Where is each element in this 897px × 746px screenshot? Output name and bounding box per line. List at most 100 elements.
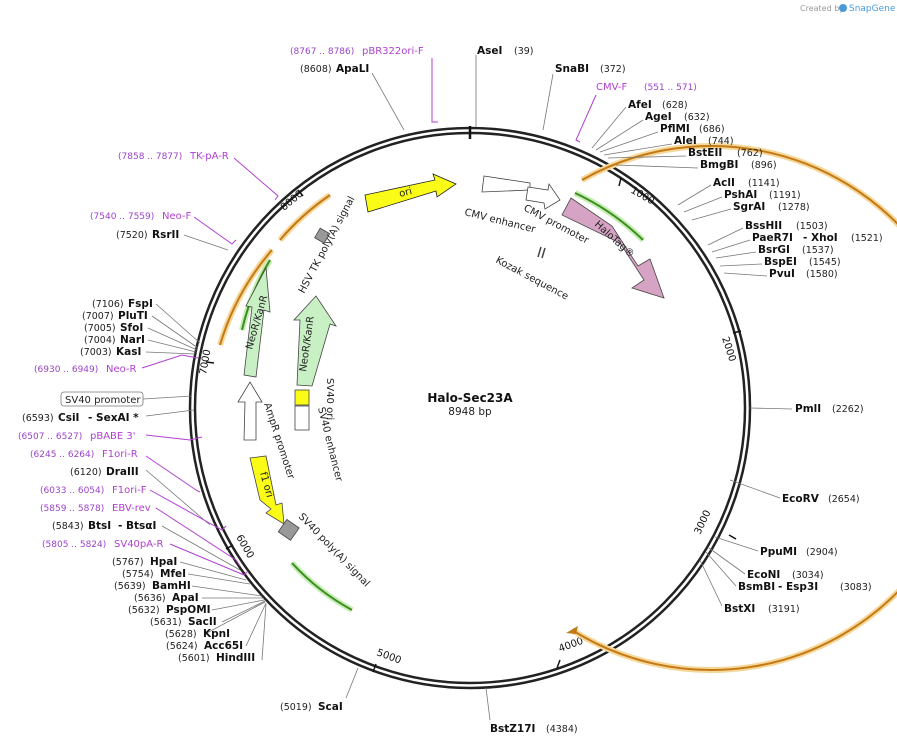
site-bamhi-pos: (5639) <box>114 581 146 592</box>
site-hindiii-pos: (5601) <box>178 653 210 664</box>
primer-f1ori-f-name: F1ori-F <box>112 485 147 496</box>
site-alei-pos: (744) <box>708 136 734 147</box>
neor-outer-feature-arrow <box>243 266 271 378</box>
sv40-promoter-label: SV40 promoter <box>65 395 141 406</box>
primer-neo-f-name: Neo-F <box>162 211 192 222</box>
site-bmgbi-name: BmgBI <box>700 159 738 171</box>
site-econi-pos: (3034) <box>792 570 824 581</box>
site-econi-name: EcoNI <box>747 569 780 581</box>
bottom-green-arc-halo <box>289 560 354 613</box>
site-agei-pos: (632) <box>684 112 710 123</box>
site-kasi-pos: (7003) <box>80 347 112 358</box>
primer-cmv-f-range: (551 .. 571) <box>644 83 697 93</box>
site-bstxi-name: BstXI <box>724 603 755 615</box>
sv40-ori-feature <box>294 389 310 406</box>
tk-polya-feature <box>314 227 331 244</box>
site-esp3i-pos: (3083) <box>840 582 872 593</box>
site-pmli-pos: (2262) <box>832 404 864 415</box>
site-paer7i-name: PaeR7I <box>752 232 793 244</box>
site-xhoi-pos: (1521) <box>851 233 883 244</box>
site-kpni-name: KpnI <box>203 628 230 640</box>
site-csii-name: CsiI <box>58 412 79 424</box>
site-sgrai-pos: (1278) <box>778 202 810 213</box>
site-pvui-name: PvuI <box>769 268 795 280</box>
site-acli-pos: (1141) <box>748 178 780 189</box>
site-pspomi-name: PspOMI <box>166 604 211 616</box>
site-kpni-pos: (5628) <box>165 629 197 640</box>
site-pflmi-pos: (686) <box>699 124 725 135</box>
site-bmgbi-pos: (896) <box>751 160 777 171</box>
site-mfei-pos: (5754) <box>122 569 154 580</box>
site-pvui-pos: (1580) <box>806 269 838 280</box>
upper-left-orange-arc <box>279 194 331 241</box>
scale-label-6000: 6000 <box>233 533 255 561</box>
primer-neo-r-range: (6930 .. 6949) <box>34 365 98 375</box>
site-asei-name: AseI <box>477 45 502 57</box>
site-alei-name: AleI <box>674 135 697 147</box>
halo-green-arc <box>574 192 644 241</box>
sv40-enhancer-feature <box>294 405 310 431</box>
primer-pbr322ori-f-name: pBR322ori-F <box>362 46 424 57</box>
scale-ticks <box>205 177 742 673</box>
primer-f1ori-r-name: F1ori-R <box>102 449 138 460</box>
primer-f1ori-r-range: (6245 .. 6264) <box>30 450 94 460</box>
ori-feature-label: ori <box>398 186 413 200</box>
site-csii-pos: (6593) <box>22 413 54 424</box>
primer-pbabe3-name: pBABE 3' <box>90 431 136 442</box>
site-asei-pos: (39) <box>514 46 534 57</box>
site-apali-name: ApaLI <box>336 63 369 75</box>
site-bsrgi-name: BsrGI <box>758 244 790 256</box>
site-ecorv-name: EcoRV <box>782 493 820 505</box>
site-saci-pos: (5631) <box>150 617 182 628</box>
site-nari-pos: (7004) <box>84 335 116 346</box>
site-acc65i-name: Acc65I <box>204 640 243 652</box>
cmv-enhancer-feature <box>481 175 531 193</box>
site-bsrgi-pos: (1537) <box>802 245 834 256</box>
site-pflmi-name: PflMI <box>660 123 690 135</box>
site-draiii-pos: (6120) <box>70 467 102 478</box>
site-apali-pos: (8608) <box>300 64 332 75</box>
site-bsteii-pos: (762) <box>737 148 763 159</box>
site-draiii-name: DraIII <box>106 466 139 478</box>
site-bstz17i-pos: (4384) <box>546 724 578 735</box>
site-sfoi-pos: (7005) <box>84 323 116 334</box>
site-rsrii-name: RsrII <box>152 229 179 241</box>
neor-inner-feature-arrow <box>293 295 337 387</box>
site-hpai-pos: (5767) <box>112 557 144 568</box>
site-bstxi-pos: (3191) <box>768 604 800 615</box>
site-ecorv-pos: (2654) <box>828 494 860 505</box>
scale-label-5000: 5000 <box>375 647 403 666</box>
site-ppumi-pos: (2904) <box>806 547 838 558</box>
snapgene-logo-text: SnapGene <box>849 4 896 14</box>
site-afei-pos: (628) <box>662 100 688 111</box>
primer-tk-pa-r-range: (7858 .. 7877) <box>118 152 182 162</box>
cmv-promoter-feature <box>525 182 561 210</box>
ampr-promoter-feature <box>237 381 263 441</box>
site-bsshii-pos: (1503) <box>796 221 828 232</box>
site-sexai-name: - SexAI * <box>88 412 139 424</box>
site-sgrai-name: SgrAI <box>733 201 765 213</box>
primer-neo-f-range: (7540 .. 7559) <box>90 212 154 222</box>
site-xhoi-name: - XhoI <box>803 232 838 244</box>
site-fspi-pos: (7106) <box>92 299 124 310</box>
site-fspi-name: FspI <box>128 298 153 310</box>
site-btsi-name: BtsI <box>88 520 111 532</box>
site-afei-name: AfeI <box>628 99 652 111</box>
primer-ebv-rev-range: (5859 .. 5878) <box>40 504 104 514</box>
primer-pbr322ori-f-range: (8767 .. 8786) <box>290 47 354 57</box>
site-bsshii-name: BssHII <box>745 220 782 232</box>
left-orange-arc <box>219 249 273 346</box>
site-bstz17i-name: BstZ17I <box>490 723 535 735</box>
created-by-label: Created by <box>800 4 844 13</box>
site-kasi-name: KasI <box>116 346 141 358</box>
site-pluti-name: PluTI <box>118 310 148 322</box>
site-ppumi-name: PpuMI <box>760 546 797 558</box>
site-sfoi-name: SfoI <box>120 322 143 334</box>
site-scai-pos: (5019) <box>280 702 312 713</box>
site-pluti-pos: (7007) <box>82 311 114 322</box>
site-rsrii-pos: (7520) <box>116 230 148 241</box>
site-saci-name: SacII <box>188 616 217 628</box>
kozak-sequence-label: Kozak sequence <box>494 255 570 303</box>
sv40-polya-feature <box>277 518 300 541</box>
primer-tk-pa-r-name: TK-pA-R <box>189 151 229 162</box>
